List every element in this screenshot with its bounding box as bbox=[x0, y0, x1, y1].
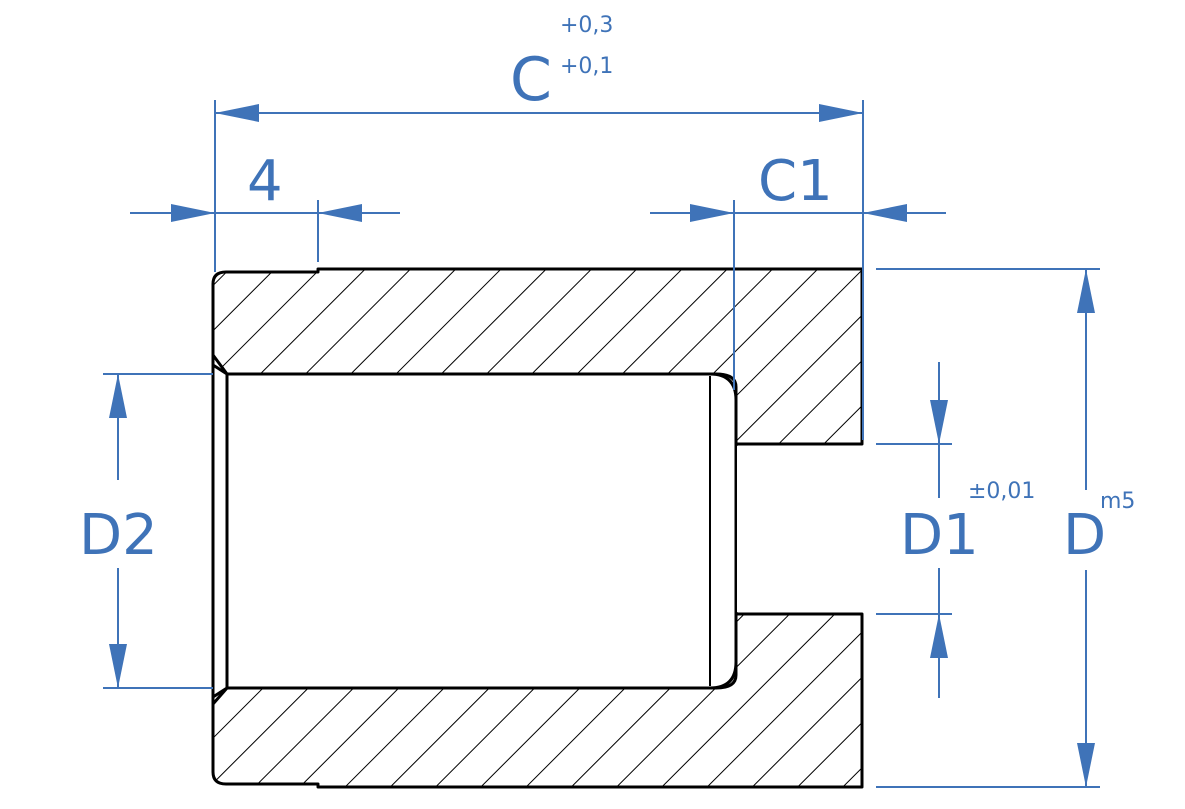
small-bore-space bbox=[737, 446, 861, 612]
dimension-labels: C +0,3 +0,1 4 C1 D2 D1 ±0,01 D m5 bbox=[79, 13, 1135, 568]
label-bore-length: C1 bbox=[758, 149, 833, 214]
label-chamfer-length: 4 bbox=[247, 149, 283, 214]
label-counterbore-diameter: D2 bbox=[79, 503, 158, 568]
label-overall-length: C bbox=[510, 45, 552, 115]
label-outer-diameter: D bbox=[1063, 503, 1106, 568]
tol-bore-diameter: ±0,01 bbox=[968, 479, 1035, 504]
fit-outer-diameter: m5 bbox=[1100, 489, 1135, 514]
part-section bbox=[211, 267, 864, 789]
chamfer-bottom bbox=[212, 686, 228, 699]
dimensions bbox=[103, 100, 1100, 788]
counterbore-outline bbox=[225, 372, 738, 690]
lower-wall-section bbox=[211, 612, 864, 789]
small-bore-outline bbox=[734, 442, 862, 616]
label-bore-diameter: D1 bbox=[900, 503, 979, 568]
tol-overall-length-upper: +0,3 bbox=[560, 13, 613, 38]
chamfer-top bbox=[212, 363, 228, 376]
tol-overall-length-lower: +0,1 bbox=[560, 54, 613, 79]
